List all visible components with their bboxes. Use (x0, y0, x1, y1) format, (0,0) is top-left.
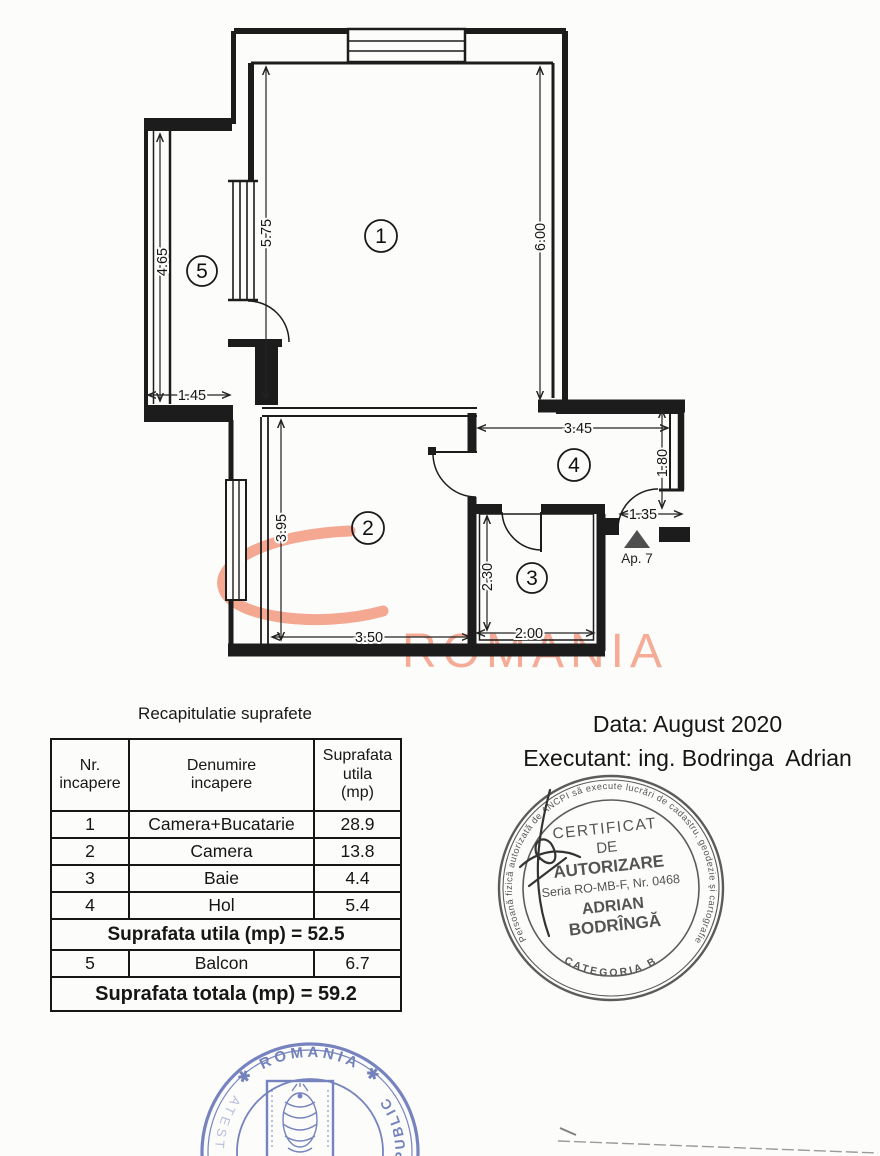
cell-name: Balcon (128, 949, 315, 978)
entrance-label: Ap. 7 (621, 551, 653, 566)
floor-plan-walls (144, 27, 690, 657)
entrance-triangle-icon (624, 530, 650, 548)
balcony-door-arc (247, 300, 290, 343)
room-number-5: 5 (196, 260, 208, 283)
table-row: 2 Camera 13.8 (50, 837, 402, 866)
svg-text:PUBLIC: PUBLIC (375, 1093, 408, 1156)
room3-door-arc (501, 511, 542, 551)
svg-text:ATEST: ATEST (212, 1093, 244, 1152)
cell-nr: 2 (50, 837, 130, 866)
room-number-1: 1 (375, 225, 387, 248)
document-info: Data: August 2020 Executant: ing. Bodrin… (495, 707, 880, 775)
stamp-line-adrian: ADRIAN (581, 895, 645, 918)
stamp-center-text: CERTIFICAT DE AUTORIZARE Seria RO-MB-F, … (541, 815, 681, 940)
coat-of-arms (265, 1079, 335, 1156)
table-row: 5 Balcon 6.7 (50, 949, 402, 978)
window-top (346, 27, 467, 64)
cell-nr: 1 (50, 810, 130, 839)
blue-stamp-left-text: ATEST (212, 1093, 240, 1152)
recap-table-title: Recapitulatie suprafete (138, 704, 312, 723)
table-row: 3 Baie 4.4 (50, 864, 402, 893)
dim-label-350: 3.50 (355, 630, 383, 646)
dim-label-145: 1.45 (178, 388, 206, 404)
room2-door-arc (432, 454, 477, 498)
cell-name: Camera (128, 837, 315, 866)
recap-header-nr: Nr. incapere (50, 738, 130, 812)
table-row: 4 Hol 5.4 (50, 891, 402, 920)
cell-area: 4.4 (313, 864, 402, 893)
recap-subtotal-row: Suprafata utila (mp) = 52.5 (50, 918, 402, 951)
recap-subtotal: Suprafata utila (mp) = 52.5 (50, 918, 402, 951)
recap-header-denumire: Denumire incapere (128, 738, 315, 812)
cell-nr: 4 (50, 891, 130, 920)
official-blue-stamp: ✱ ROMANIA ✱ PUBLIC ATEST (200, 1042, 420, 1156)
cell-name: Hol (128, 891, 315, 920)
stamp-category-text: CATEGORIA B (562, 954, 657, 979)
window-left (225, 479, 247, 601)
pencil-marks (557, 1127, 879, 1154)
recap-total: Suprafata totala (mp) = 59.2 (50, 976, 402, 1012)
entrance-door-arc (617, 488, 659, 530)
recap-header-row: Nr. incapere Denumire incapere Suprafata… (50, 738, 402, 812)
dim-label-135: 1.35 (629, 507, 657, 523)
table-row: 1 Camera+Bucatarie 28.9 (50, 810, 402, 839)
cell-area: 6.7 (313, 949, 402, 978)
signature-scrawl (518, 788, 582, 938)
dim-label-180: 1.80 (655, 449, 671, 477)
cell-nr: 3 (50, 864, 130, 893)
room-labels (186, 219, 591, 594)
stamp-line-de: DE (596, 838, 619, 857)
window-balcony (228, 179, 258, 302)
dimension-labels: 5.75 6.00 4.65 1.45 3.95 3.50 2.30 2.00 … (153, 217, 673, 648)
room-number-2: 2 (362, 517, 374, 540)
cell-area: 28.9 (313, 810, 402, 839)
recap-table: Nr. incapere Denumire incapere Suprafata… (50, 738, 402, 1012)
room-number-3: 3 (526, 567, 538, 590)
dim-label-465: 4.65 (155, 248, 171, 276)
dim-label-600: 6.00 (533, 223, 549, 251)
cell-area: 13.8 (313, 837, 402, 866)
room-number-4: 4 (568, 454, 580, 477)
recap-total-row: Suprafata totala (mp) = 59.2 (50, 976, 402, 1012)
recap-header-suprafata: Suprafata utila (mp) (313, 738, 402, 812)
svg-text:CATEGORIA B: CATEGORIA B (562, 954, 660, 979)
cell-name: Camera+Bucatarie (128, 810, 315, 839)
dimension-lines (148, 67, 682, 640)
dim-label-395: 3.95 (274, 514, 290, 542)
dim-label-345: 3.45 (564, 421, 592, 437)
executant-line: Executant: ing. Bodringa Adrian (523, 745, 852, 771)
entrance-marker: Ap. 7 (621, 530, 653, 566)
cell-area: 5.4 (313, 891, 402, 920)
date-line: Data: August 2020 (592, 711, 783, 737)
blue-stamp-right-text: PUBLIC (375, 1093, 405, 1156)
dim-label-230: 2.30 (480, 563, 496, 591)
certification-stamp: Persoană fizică autorizată de ANCPI să e… (497, 774, 725, 1002)
cell-name: Baie (128, 864, 315, 893)
cell-nr: 5 (50, 949, 130, 978)
room-numbers: 1 2 3 4 5 (196, 225, 580, 590)
dim-label-575: 5.75 (259, 219, 275, 247)
dim-label-200: 2.00 (515, 626, 543, 642)
